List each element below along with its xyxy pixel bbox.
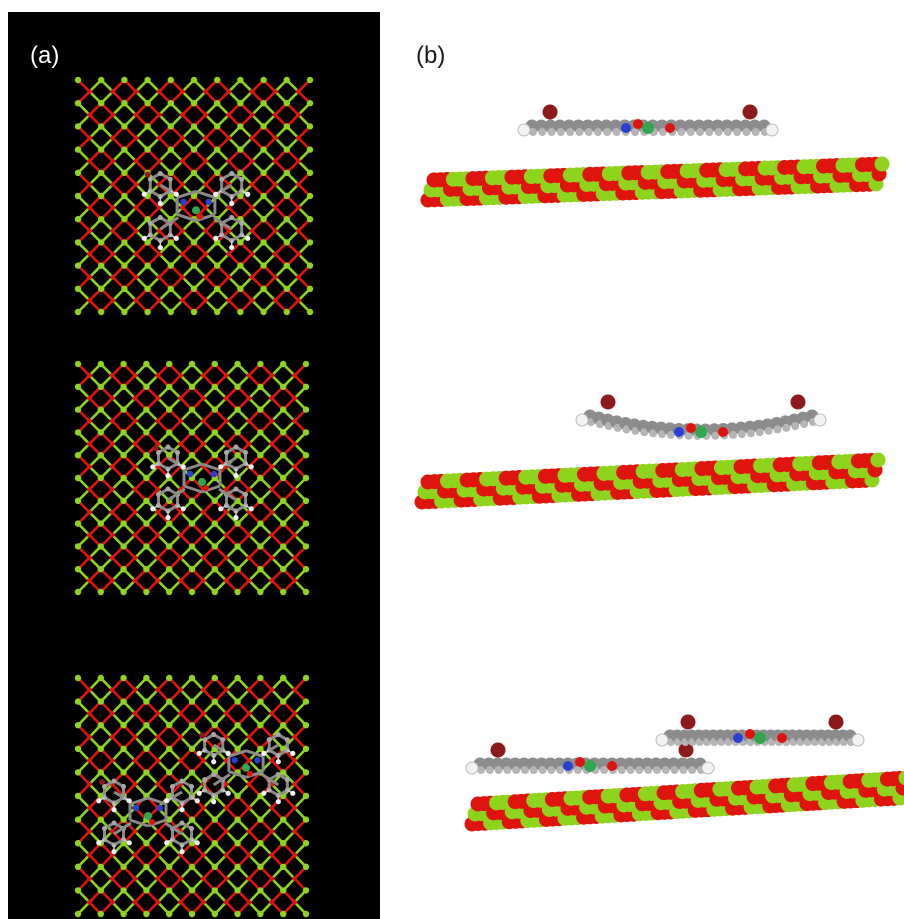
molecule-side-4: [655, 714, 865, 747]
molecule-top-2: [150, 444, 254, 521]
side-view-figure: [414, 104, 904, 832]
panel-a-top-view: (a): [8, 12, 380, 919]
molecule-side-3: [465, 742, 715, 775]
molecule-side-1: [517, 104, 779, 137]
molecule-top-1: [141, 170, 251, 251]
top-view-figure: [74, 76, 314, 918]
panel-label-b: (b): [416, 42, 446, 69]
surface-lattice-top-2: [74, 360, 310, 596]
molecule-top-4: [196, 732, 296, 805]
panel-label-a: (a): [30, 42, 60, 69]
molecule-side-2: [575, 394, 827, 440]
surface-slab-side-3: [464, 770, 904, 832]
panel-b-side-view: (b): [380, 12, 904, 919]
surface-lattice-top-1: [74, 76, 314, 316]
molecule-top-3: [96, 778, 200, 855]
surface-slab-side-1: [420, 156, 890, 208]
surface-slab-side-2: [414, 452, 886, 510]
